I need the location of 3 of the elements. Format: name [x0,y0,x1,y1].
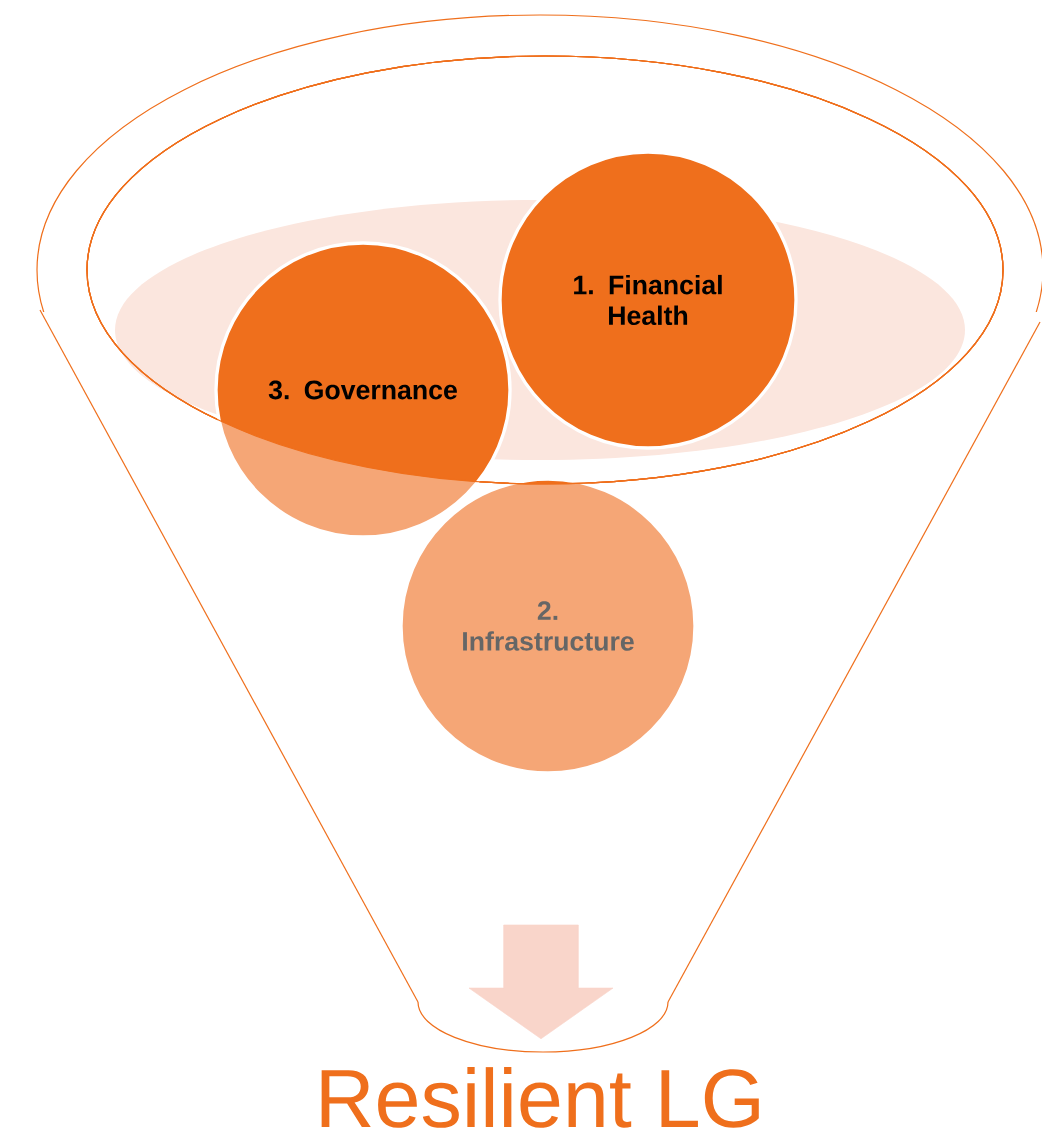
node-label: 2. Infrastructure [463,601,634,651]
result-text: Resilient LG [321,1067,759,1128]
down-arrow [468,924,614,1040]
